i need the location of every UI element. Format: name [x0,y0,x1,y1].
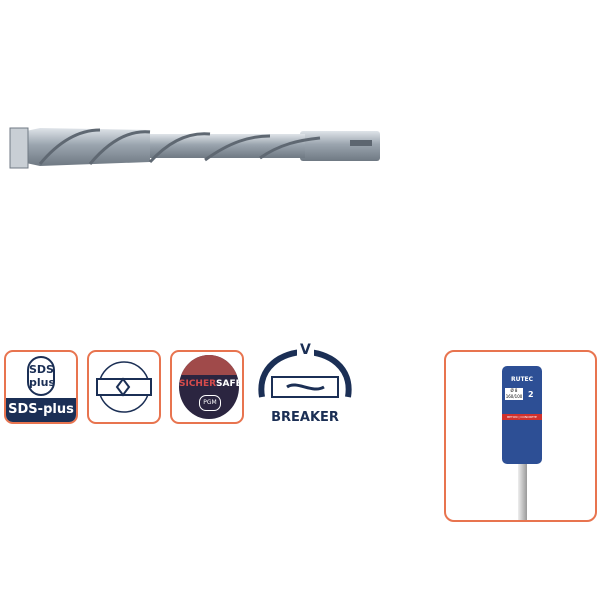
v-letter: V [297,342,314,358]
pgm-logo: PGM [199,395,221,411]
sds-text: SDS [29,363,54,376]
safe-text: SAFE [216,379,239,389]
package-material: BETON | CONCRETE [502,414,542,420]
drill-tip-icon [96,361,152,413]
package-image: RUTEC Ø 8 160/100 2 BETON | CONCRETE [444,350,597,522]
sds-plus-label: SDS-plus [6,398,76,422]
breaker-label: BREAKER [271,410,339,425]
package-qty: 2 [528,390,534,399]
package-size: Ø 8 [510,388,518,393]
sichersafe-badge: SICHERSAFE PGM [170,350,244,424]
sicher-text: SICHER [179,379,217,389]
package-brand: RUTEC [510,376,534,383]
drill-tip-badge [87,350,161,424]
drill-bit-image [9,127,380,169]
sds-plus-badge: SDS plus SDS-plus [4,350,78,424]
plus-text: plus [29,376,56,389]
breaker-badge: V BREAKER [252,342,358,430]
package-length: 160/100 [505,394,523,399]
